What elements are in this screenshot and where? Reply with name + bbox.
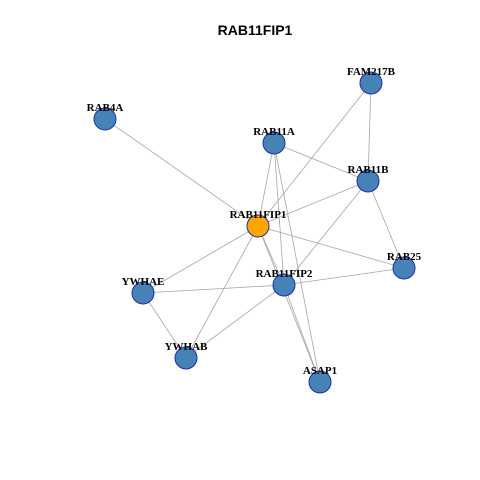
node-rab11fip2 [272,273,296,297]
node-label-rab11a: RAB11A [253,126,295,138]
edge-rab11fip1-rab25 [257,225,405,269]
edge-rab25-rab11fip2 [283,267,405,286]
node-label-rab25: RAB25 [387,251,422,263]
node-rab4a [93,107,117,131]
node-label-asap1: ASAP1 [303,365,337,377]
node-label-fam217b: FAM217B [347,66,396,78]
node-label-rab11fip2: RAB11FIP2 [256,268,313,280]
node-label-ywhab: YWHAB [165,341,208,353]
edge-rab11fip1-fam217b [257,82,372,227]
node-label-rab11fip1: RAB11FIP1 [230,209,287,221]
edge-rab11fip1-rab11a [257,142,275,227]
node-ywhab [174,346,198,370]
edge-rab11fip1-ywhab [185,225,259,359]
edge-rab11fip1-asap1 [257,225,321,383]
node-rab11a [262,131,286,155]
node-label-ywhae: YWHAE [122,276,165,288]
node-rab11fip1 [246,214,270,238]
edge-rab11b-rab11fip2 [283,180,369,286]
label-layer: RAB11FIP1 FAM217B RAB4A RAB11A RAB11B RAB25RA… [87,66,422,377]
edge-rab11fip2-asap1 [283,284,321,383]
node-rab11b [356,169,380,193]
edge-fam217b-rab11b [367,82,372,182]
node-label-rab11b: RAB11B [348,164,390,176]
edge-ywhae-ywhab [142,292,187,359]
node-fam217b [359,71,383,95]
edge-rab11fip1-rab4a [104,118,259,227]
edge-rab11a-rab11fip2 [273,142,285,286]
edge-rab11fip2-ywhae [142,284,285,294]
edge-rab11a-rab11b [273,142,369,182]
edge-rab11a-asap1 [273,142,321,383]
node-ywhae [131,281,155,305]
edge-rab11fip2-ywhab [185,284,285,359]
node-layer [93,71,416,394]
edge-rab11fip1-rab11b [257,180,369,227]
node-rab25 [392,256,416,280]
node-label-rab4a: RAB4A [87,102,124,114]
node-asap1 [308,370,332,394]
diagram-title: RAB11FIP1 [218,22,293,38]
edge-rab11fip1-ywhae [142,225,259,294]
edge-rab11b-rab25 [367,180,405,269]
